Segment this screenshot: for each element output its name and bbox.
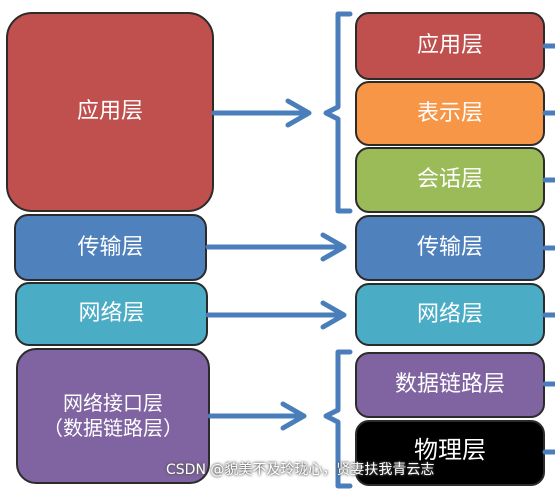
left-network-interface-text: 网络接口层 （数据链路层） — [43, 391, 183, 441]
left-network-layer: 网络层 — [15, 282, 208, 346]
left-network-interface-layer: 网络接口层 （数据链路层） — [16, 348, 210, 484]
brace-lower — [323, 349, 353, 489]
right-datalink-label: 数据链路层 — [394, 372, 505, 398]
right-physical-label: 物理层 — [414, 436, 486, 464]
arrowhead-network-interface — [280, 401, 307, 431]
right-network-label: 网络层 — [416, 301, 483, 327]
left-transport-label: 传输层 — [77, 234, 144, 260]
right-session-label: 会话层 — [416, 167, 483, 193]
right-transport-layer: 传输层 — [355, 215, 545, 281]
left-network-label: 网络层 — [78, 301, 145, 327]
right-application-label: 应用层 — [416, 33, 483, 59]
left-transport-layer: 传输层 — [14, 214, 207, 281]
left-network-interface-line2: （数据链路层） — [43, 416, 183, 440]
arrowhead-transport — [320, 232, 347, 262]
right-transport-label: 传输层 — [416, 235, 483, 261]
arrowhead-network — [320, 300, 347, 330]
left-application-label: 应用层 — [76, 99, 143, 125]
right-datalink-layer: 数据链路层 — [355, 352, 545, 418]
right-presentation-layer: 表示层 — [355, 81, 545, 146]
right-network-layer: 网络层 — [355, 283, 545, 346]
right-application-layer: 应用层 — [355, 12, 545, 80]
left-network-interface-line1: 网络接口层 — [63, 391, 163, 415]
right-physical-layer: 物理层 — [355, 420, 545, 486]
right-presentation-label: 表示层 — [416, 100, 483, 126]
arrowhead-application — [285, 98, 312, 128]
watermark: CSDN @貌美不及玲珑心，贤妻扶我青云志 — [166, 462, 435, 478]
left-application-layer: 应用层 — [6, 12, 214, 212]
brace-upper — [323, 11, 353, 214]
